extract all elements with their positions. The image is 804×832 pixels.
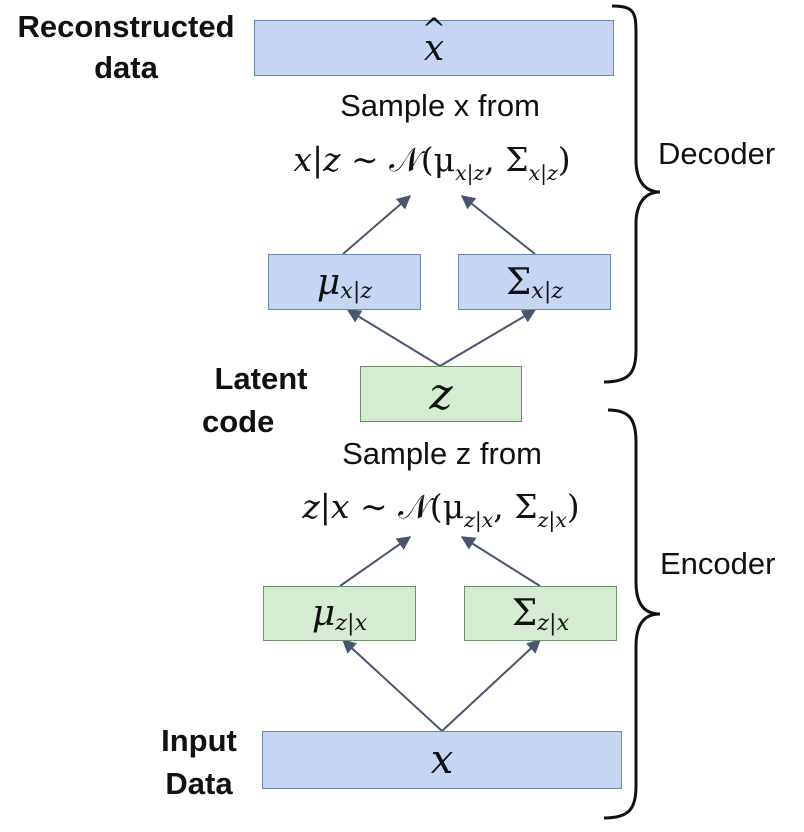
decoder-formula-lhs: x|z ∼	[293, 140, 390, 179]
decoder-formula-close: )	[557, 140, 571, 179]
decoder-distribution-formula: x|z ∼ 𝒩(μx|z, Σx|z)	[232, 140, 632, 185]
latent-label-line2: code	[202, 404, 275, 440]
arrow-sigma-zx-to-sample	[460, 536, 541, 587]
arrow-mu-xz-to-sample	[342, 195, 412, 255]
decoder-formula-mid: , Σ	[484, 140, 529, 179]
latent-label-line1: Latent	[214, 361, 308, 396]
encoder-formula-mu-sub: z|x	[464, 507, 494, 532]
z-symbol: z	[429, 368, 453, 420]
encoder-formula-sigma-sub: z|x	[537, 507, 567, 532]
decoder-formula-dist: 𝒩(μ	[389, 140, 456, 179]
input-data-label: Input Data	[142, 722, 256, 802]
reconstructed-label-line2: data	[94, 50, 158, 86]
encoder-label: Encoder	[660, 546, 776, 581]
decoder-formula-sigma-sub: x|z	[528, 160, 558, 185]
arrow-sigma-xz-to-sample	[460, 195, 536, 255]
encoder-distribution-formula: z|x ∼ 𝒩(μz|x, Σz|x)	[236, 487, 646, 532]
sigma-zx-symbol: Σ	[511, 593, 538, 634]
mu-zx-symbol: μ	[311, 593, 336, 634]
sigma-xz-symbol: Σ	[505, 261, 532, 303]
sigma-xz-subscript: x|z	[531, 278, 564, 305]
arrow-z-to-sigma-xz	[439, 309, 537, 367]
z-latent-box: z	[360, 366, 522, 422]
decoder-brace	[603, 4, 661, 384]
arrow-mu-zx-to-sample	[339, 536, 412, 587]
decoder-sample-caption: Sample x from	[340, 88, 540, 123]
arrow-x-to-mu-zx	[341, 639, 443, 732]
x-hat-box: x	[254, 20, 614, 76]
mu-zx-subscript: z|x	[335, 609, 368, 636]
encoder-formula-close: )	[566, 487, 580, 526]
encoder-formula-lhs: z|x ∼	[302, 487, 399, 526]
x-symbol: x	[430, 737, 454, 783]
decoder-label: Decoder	[658, 136, 776, 171]
input-label-line1: Input	[161, 723, 237, 758]
mu-xz-subscript: x|z	[340, 278, 373, 305]
arrow-x-to-sigma-zx	[441, 639, 542, 732]
mu-xz-symbol: μ	[316, 261, 341, 303]
input-label-line2: Data	[165, 766, 233, 802]
arrow-z-to-mu-xz	[346, 309, 441, 367]
encoder-formula-dist: 𝒩(μ	[398, 487, 465, 526]
reconstructed-label-line1: Reconstructed	[17, 9, 235, 44]
encoder-brace	[603, 408, 661, 820]
decoder-formula-mu-sub: x|z	[455, 160, 485, 185]
encoder-sample-caption: Sample z from	[342, 436, 542, 471]
sigma-zx-subscript: z|x	[537, 609, 570, 636]
x-hat-symbol: x	[424, 28, 444, 69]
latent-code-label: Latent code	[196, 360, 326, 440]
x-input-box: x	[262, 731, 622, 789]
encoder-formula-mid: , Σ	[493, 487, 538, 526]
reconstructed-data-label: Reconstructed data	[6, 8, 246, 86]
